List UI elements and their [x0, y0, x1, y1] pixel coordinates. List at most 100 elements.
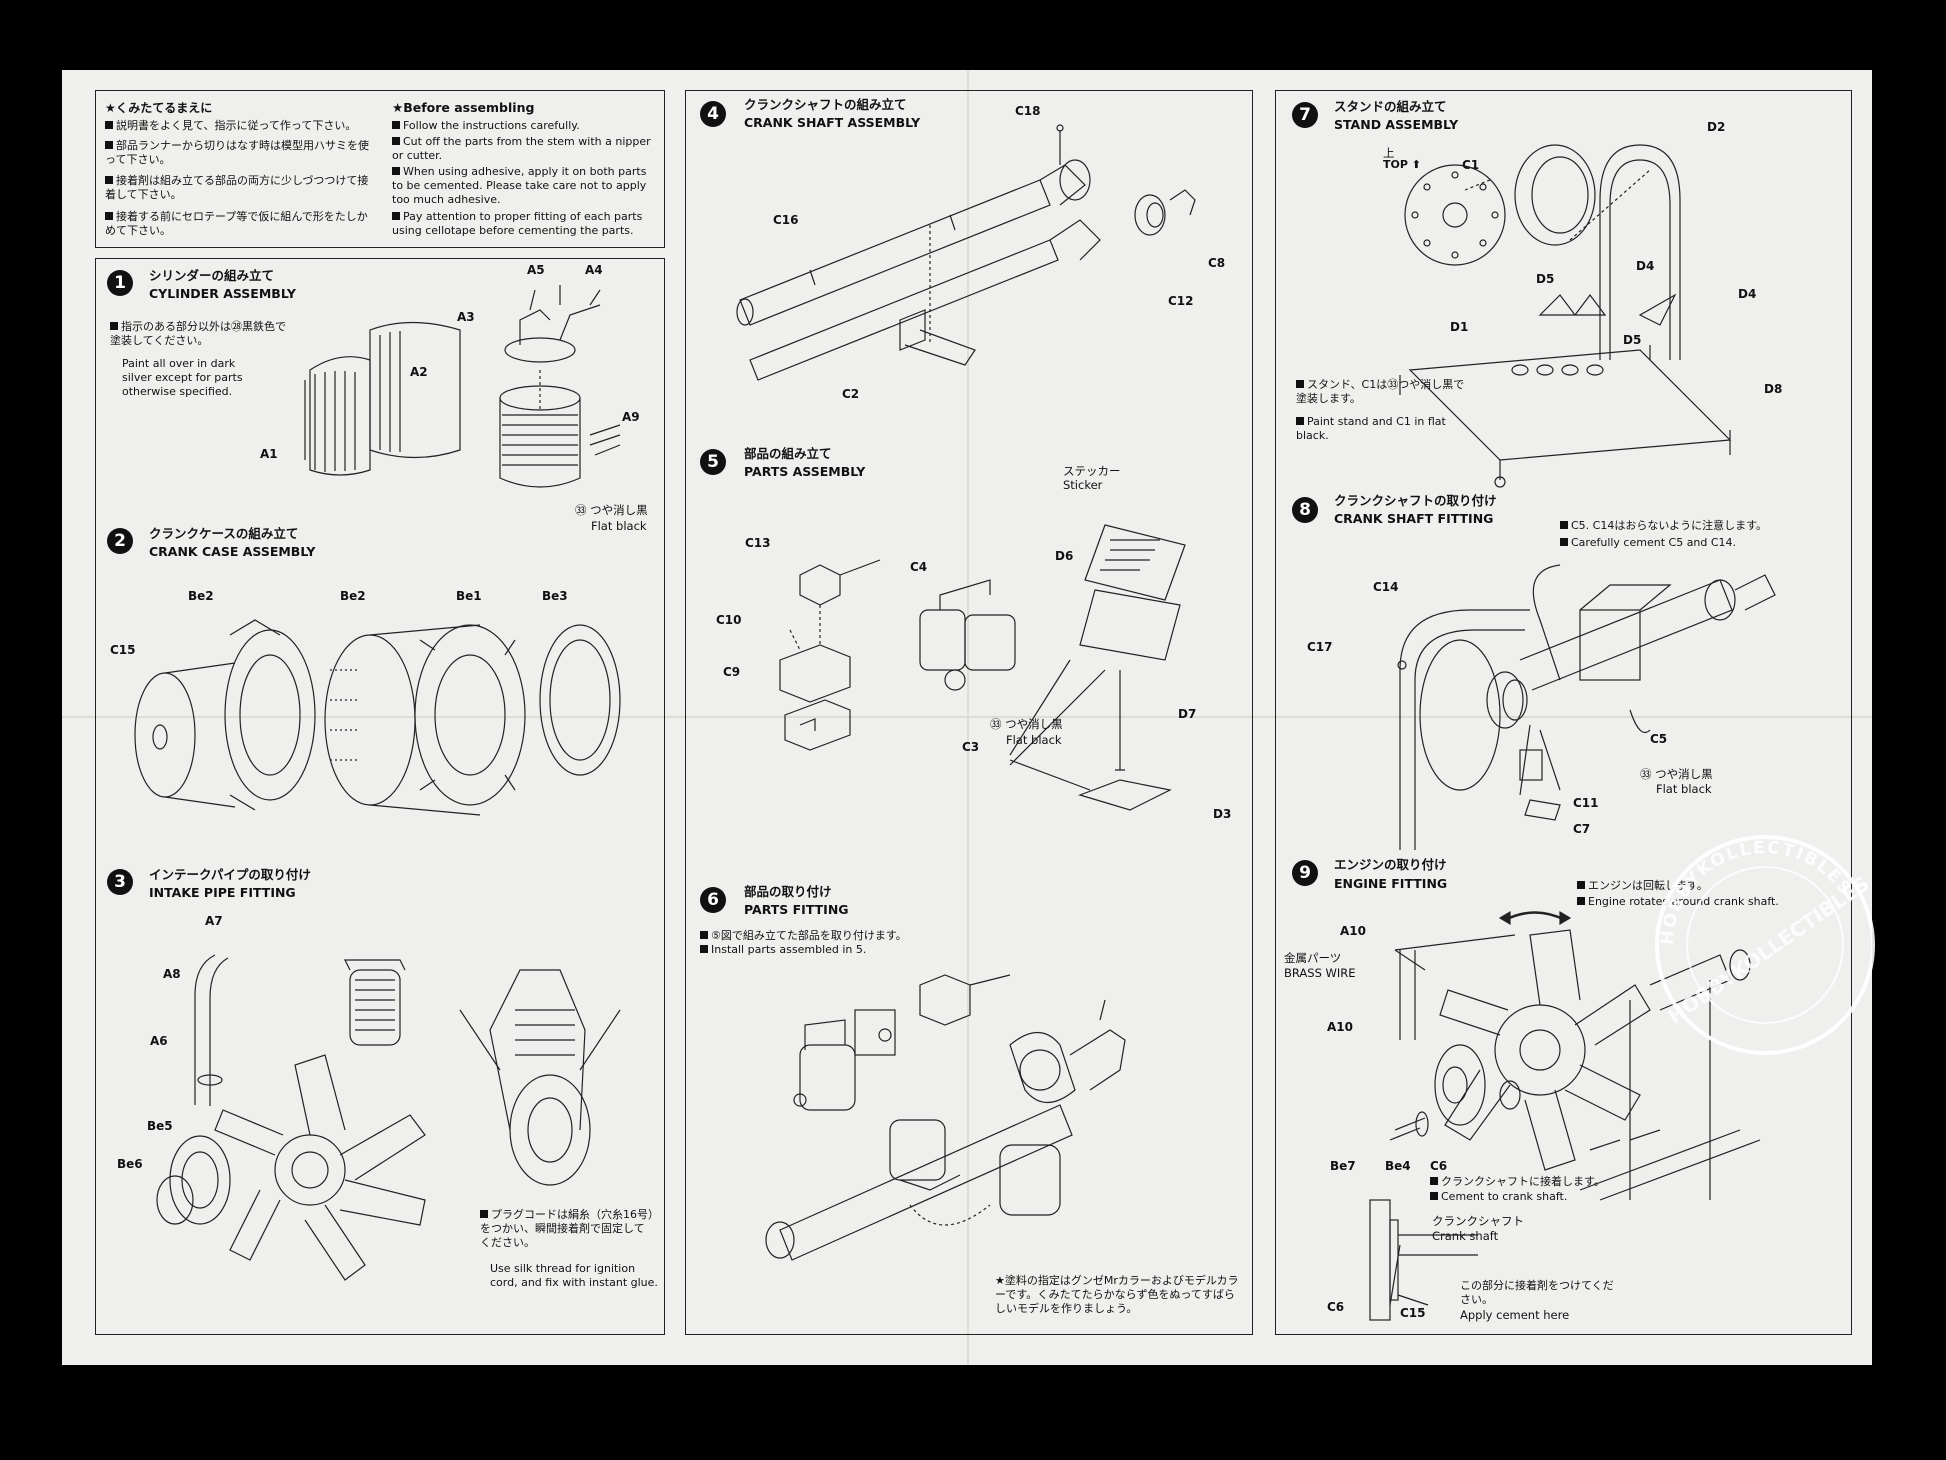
steps-7-9-panel — [1275, 90, 1852, 1335]
paint-en: Flat black — [1006, 733, 1062, 747]
part-label: D1 — [1450, 320, 1469, 334]
part-label: Be7 — [1330, 1159, 1356, 1173]
apply-jp: この部分に接着剤をつけてください。 — [1460, 1279, 1614, 1306]
step-number: 5 — [700, 449, 726, 475]
before-en-title: ★Before assembling — [392, 100, 535, 115]
part-label: D6 — [1055, 549, 1074, 563]
part-label: Be4 — [1385, 1159, 1411, 1173]
crank-detail-drawing — [1369, 1199, 1478, 1321]
part-label: D4 — [1636, 259, 1655, 273]
step8-note-jp: C5. C14はおらないように注意します。 — [1560, 519, 1850, 533]
step-number: 8 — [1292, 497, 1318, 523]
paint-jp: ㉝ つや消し黒 — [990, 717, 1063, 731]
part-label: D8 — [1764, 382, 1783, 396]
paint-en: Flat black — [1656, 782, 1712, 796]
part-label: Be5 — [147, 1119, 173, 1133]
engine-fitting-drawing — [1389, 910, 1761, 1201]
part-label: C14 — [1373, 580, 1399, 594]
before-jp-title: ★くみたてるまえに — [105, 101, 213, 115]
paint-jp: ㉝ つや消し黒 — [1640, 767, 1713, 781]
step-title-en: CRANK SHAFT ASSEMBLY — [744, 115, 921, 130]
part-label: C6 — [1327, 1300, 1345, 1314]
part-label: A1 — [260, 447, 278, 461]
paint-jp: ㉝ つや消し黒 — [575, 503, 648, 517]
part-label: Be2 — [340, 589, 366, 603]
intake-pipe-drawing — [156, 954, 621, 1281]
step-title-jp: エンジンの取り付け — [1334, 857, 1447, 872]
part-label: C11 — [1573, 796, 1599, 810]
part-label: C12 — [1168, 294, 1194, 308]
step3-note-jp: プラグコードは絹糸（穴糸16号）をつかい、瞬間接着剤で固定してください。 — [480, 1208, 654, 1249]
part-label: C4 — [910, 560, 928, 574]
part-label: A2 — [410, 365, 428, 379]
step-title-en: CRANK SHAFT FITTING — [1334, 511, 1494, 526]
steps-4-6-panel — [685, 90, 1253, 1335]
before-en-item: Cut off the parts from the stem with a n… — [392, 135, 651, 162]
wire-en: BRASS WIRE — [1284, 966, 1356, 980]
part-label: C15 — [110, 643, 136, 657]
step-number: 3 — [107, 869, 133, 895]
paint-en: Flat black — [591, 519, 647, 533]
part-label: A9 — [622, 410, 640, 424]
part-label: C7 — [1573, 822, 1591, 836]
crank-shaft-drawing — [736, 124, 1196, 381]
apply-en: Apply cement here — [1460, 1308, 1570, 1322]
step3-note-en: Use silk thread for ignition cord, and f… — [490, 1262, 658, 1289]
part-label: A5 — [527, 263, 545, 277]
part-label: C9 — [723, 665, 741, 679]
top-en: TOP ⬆ — [1383, 158, 1421, 171]
part-label: C2 — [842, 387, 860, 401]
step-title-jp: クランクシャフトの取り付け — [1334, 493, 1497, 508]
step-title-jp: クランクケースの組み立て — [149, 526, 299, 541]
crank-case-drawing — [134, 619, 621, 816]
stand-drawing — [1399, 144, 1732, 488]
step1-note-en: Paint all over in dark silver except for… — [122, 357, 243, 398]
part-label: C6 — [1430, 1159, 1448, 1173]
part-label: A3 — [457, 310, 475, 324]
before-jp-item: 部品ランナーから切りはなす時は模型用ハサミを使って下さい。 — [105, 139, 369, 166]
step-number: 4 — [700, 101, 726, 127]
step-title-en: STAND ASSEMBLY — [1334, 117, 1459, 132]
part-label: D5 — [1536, 272, 1555, 286]
part-label: A6 — [150, 1034, 168, 1048]
step-number: 2 — [107, 528, 133, 554]
before-jp-item: 説明書をよく見て、指示に従って作って下さい。 — [105, 119, 370, 133]
part-label: D7 — [1178, 707, 1197, 721]
step-number: 1 — [107, 270, 133, 296]
step-title-jp: クランクシャフトの組み立て — [744, 97, 907, 112]
part-label: C13 — [745, 536, 771, 550]
before-jp-item: 接着剤は組み立てる部品の両方に少しづつつけて接着して下さい。 — [105, 174, 369, 201]
part-label: C18 — [1015, 104, 1041, 118]
step-title-jp: 部品の取り付け — [744, 884, 832, 899]
before-en-item: Pay attention to proper fitting of each … — [392, 210, 643, 237]
step-title-en: ENGINE FITTING — [1334, 876, 1448, 891]
part-label: D2 — [1707, 120, 1726, 134]
part-label: C8 — [1208, 256, 1226, 270]
step6-note-jp: ⑤図で組み立てた部品を取り付けます。 — [700, 929, 1000, 943]
part-label: Be2 — [188, 589, 214, 603]
step6-note-en: Install parts assembled in 5. — [700, 943, 1000, 957]
before-en-item: When using adhesive, apply it on both pa… — [392, 165, 647, 206]
part-label: C17 — [1307, 640, 1333, 654]
crank-shaft-fitting-drawing — [1397, 564, 1776, 850]
before-jp-item: 接着する前にセロテープ等で仮に組んで形をたしかめて下さい。 — [105, 210, 368, 237]
part-label: A10 — [1327, 1020, 1353, 1034]
crank-jp: クランクシャフト — [1432, 1214, 1524, 1228]
before-assembling-panel — [95, 90, 665, 248]
step8-note-en: Carefully cement C5 and C14. — [1560, 536, 1850, 550]
wire-jp: 金属パーツ — [1284, 951, 1342, 965]
step1-note-jp: 指示のある部分以外は㉘黒鉄色で塗装してください。 — [110, 320, 286, 347]
part-label: A4 — [585, 263, 603, 277]
step-number: 6 — [700, 887, 726, 913]
step9-cement-en: Cement to crank shaft. — [1430, 1190, 1670, 1204]
paint-footnote: ★塗料の指定はグンゼMrカラーおよびモデルカラーです。くみたてたらかならず色をぬ… — [995, 1274, 1239, 1315]
step-title-jp: インテークパイプの取り付け — [149, 867, 311, 882]
parts-fitting-drawing — [765, 974, 1126, 1261]
part-label: A8 — [163, 967, 181, 981]
part-label: C5 — [1650, 732, 1668, 746]
step-title-en: PARTS ASSEMBLY — [744, 464, 866, 479]
part-label: D3 — [1213, 807, 1232, 821]
fold-line-horizontal — [62, 716, 1872, 718]
step-title-en: PARTS FITTING — [744, 902, 849, 917]
step-number: 9 — [1292, 860, 1318, 886]
